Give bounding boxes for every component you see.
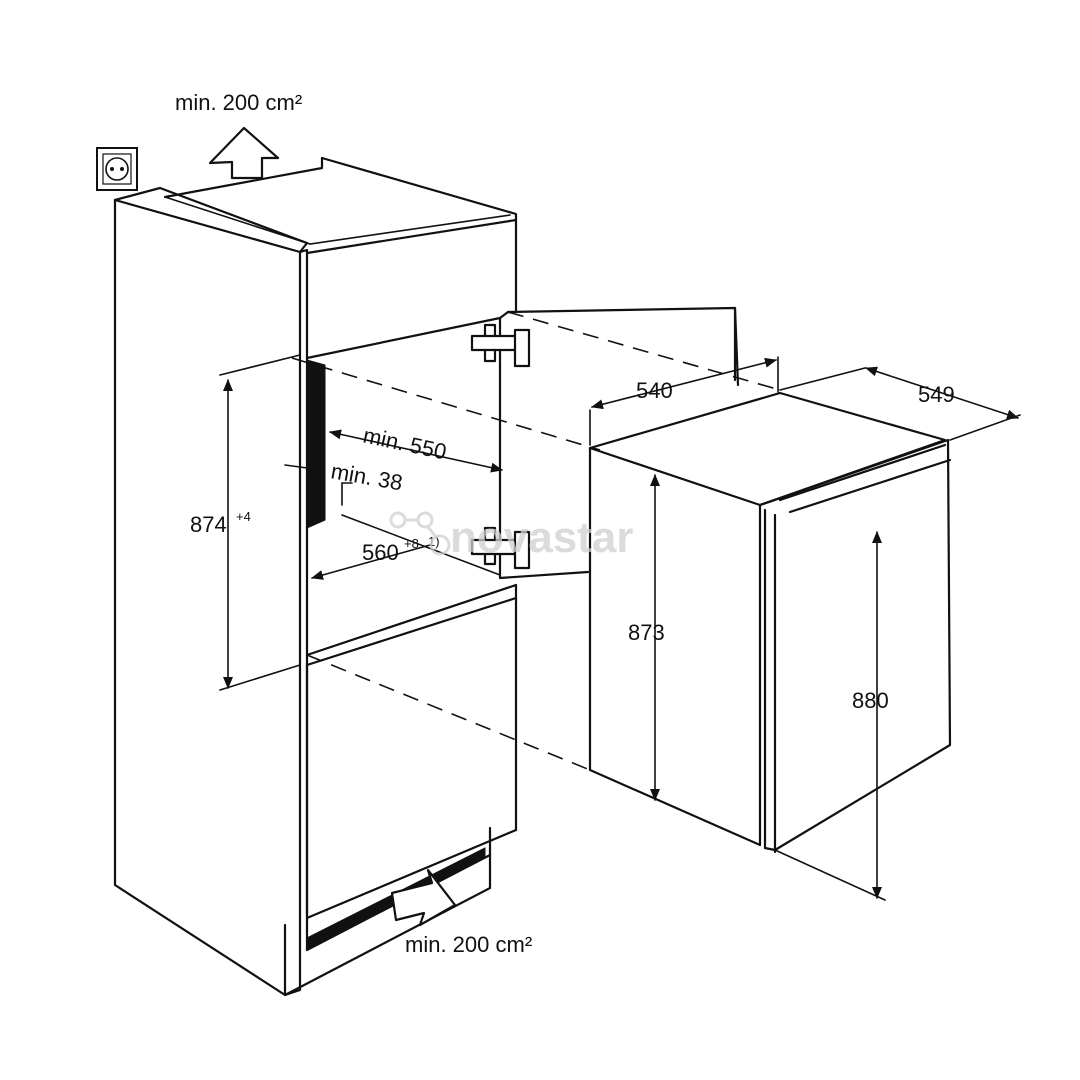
niche-width-label: 560 bbox=[362, 540, 399, 565]
hinge-top-icon bbox=[470, 323, 531, 368]
dimension-lines bbox=[219, 354, 1021, 901]
niche-width-footnote: 1) bbox=[428, 534, 440, 549]
niche-height-label: 874 bbox=[190, 512, 227, 537]
appliance-body bbox=[588, 391, 952, 854]
vent-top-label: min. 200 cm² bbox=[175, 90, 302, 115]
niche-height-tolerance: +4 bbox=[236, 509, 251, 524]
appliance-height-total-label: 880 bbox=[852, 688, 889, 713]
power-socket-icon bbox=[96, 147, 138, 191]
appliance-depth-label: 549 bbox=[918, 382, 955, 407]
watermark-text: novastar bbox=[450, 513, 633, 562]
watermark: novastar bbox=[389, 511, 633, 562]
niche-width-tolerance: +8 bbox=[404, 536, 419, 551]
appliance-height-body-label: 873 bbox=[628, 620, 665, 645]
min-gap-label: min. 38 bbox=[329, 458, 404, 495]
hinge-bottom-icon bbox=[470, 526, 531, 570]
arrow-right-icon bbox=[390, 868, 457, 927]
appliance-width-label: 540 bbox=[636, 378, 673, 403]
min-depth-label: min. 550 bbox=[361, 422, 449, 464]
vent-bottom-label: min. 200 cm² bbox=[405, 932, 532, 957]
watermark-logo-icon bbox=[389, 511, 451, 556]
arrow-up-icon bbox=[208, 126, 280, 180]
